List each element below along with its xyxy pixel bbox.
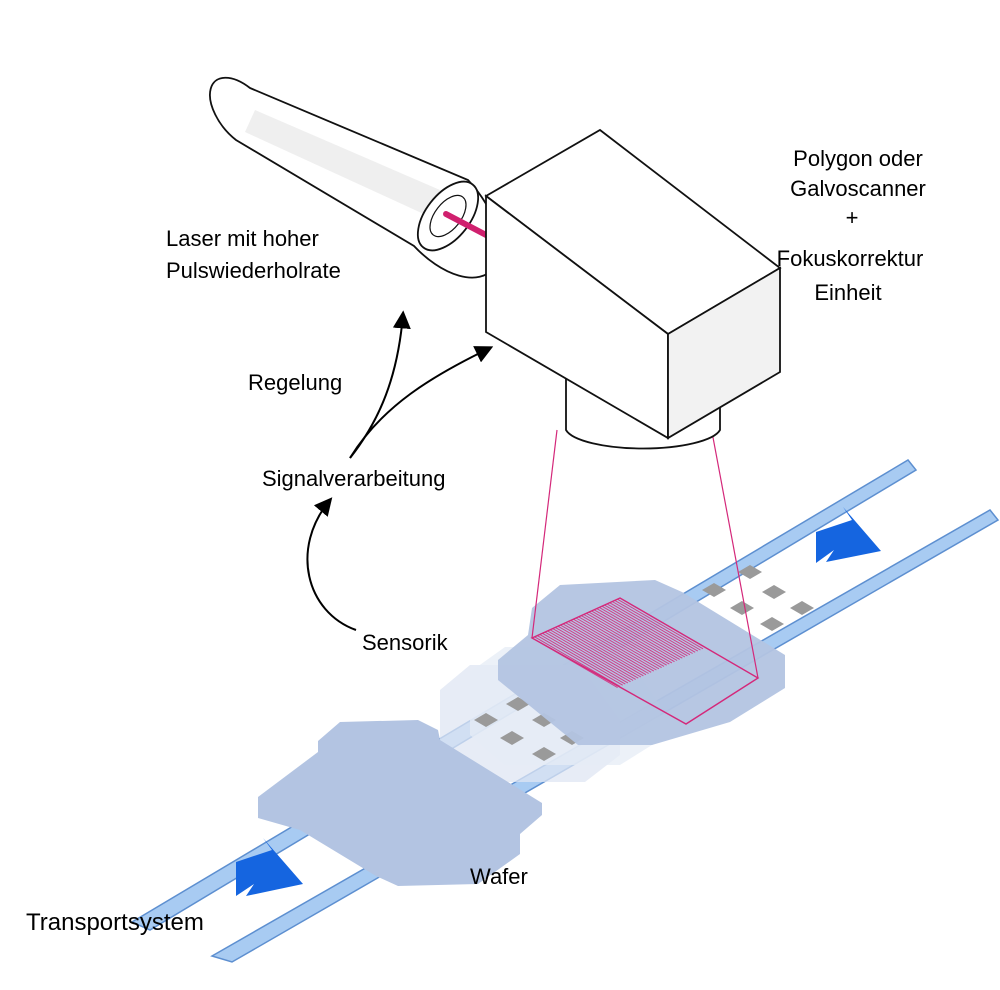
scan-line [555,626,642,678]
arrow-signal-to-laser [349,310,411,459]
scan-line [583,614,670,665]
scan-line [539,634,626,685]
scan-line [604,604,691,656]
chip-pad [760,617,784,631]
scan-line [544,631,631,683]
label-laser-line1: Laser mit hoher [166,226,319,251]
scanner-side-face [667,266,781,440]
scan-line [575,617,662,669]
label-signalverarbeitung: Signalverarbeitung [262,466,445,491]
scan-line [560,624,647,676]
scan-line [536,635,623,686]
scan-cone-right [711,431,759,679]
scan-line [606,603,693,654]
label-scanner-plus: + [846,205,859,230]
scan-field [530,429,760,725]
scan-line [596,608,683,659]
scan-line [609,602,696,653]
scan-line [531,637,618,689]
scan-line [619,597,706,649]
scanner-unit [484,128,782,450]
chip-pad [474,713,498,727]
label-transportsystem: Transportsystem [26,909,204,936]
scan-line [552,628,639,679]
chip-pad [532,747,556,761]
scan-line [617,598,704,650]
label-scanner-line4: Einheit [814,280,881,305]
scan-line [611,601,699,652]
scan-line [549,629,636,680]
arrow-sensorik-to-signal [306,497,357,631]
label-scanner-line1: Polygon oder [793,146,923,171]
scan-line [586,612,673,664]
laser-source [209,76,501,279]
scan-lines [531,597,706,689]
label-scanner-line2: Galvoscanner [790,176,926,201]
scan-line [567,621,655,672]
scan-line [599,606,686,658]
scan-line [547,630,634,681]
laser-highlight [245,110,440,216]
scan-line [534,636,621,687]
scan-line [542,632,629,684]
scan-line [601,605,688,657]
scan-cone-left [531,429,558,639]
label-laser-line2: Pulswiederholrate [166,258,341,283]
chip-pad [762,585,786,599]
chip-pad [730,601,754,615]
chip-pad [702,583,726,597]
scan-line [593,609,680,660]
label-sensorik: Sensorik [362,630,449,655]
label-regelung: Regelung [248,370,342,395]
direction-arrow-lower [236,838,303,896]
wafer-front [258,720,542,886]
laser-beam [443,211,491,239]
scan-line [591,610,678,661]
chip-pad [500,731,524,745]
direction-arrows [236,507,881,896]
arrow-signal-to-scanner [349,346,494,459]
scan-line [565,622,652,673]
direction-arrow-upper [816,507,881,563]
chip-pad [790,601,814,615]
label-wafer: Wafer [470,864,528,889]
control-flow-arrows [306,310,494,631]
scan-line [557,625,644,677]
scan-line [588,611,675,663]
scan-line [562,623,649,674]
scan-line [570,619,657,671]
labels: Laser mit hoher Pulswiederholrate Polygo… [26,146,926,936]
chip-pads-far [702,565,814,631]
scan-line [573,618,660,670]
chip-pad [738,565,762,579]
scan-line [580,615,667,666]
scan-line [578,616,665,667]
scan-line [614,599,701,651]
label-scanner-line3: Fokuskorrektur [777,246,924,271]
